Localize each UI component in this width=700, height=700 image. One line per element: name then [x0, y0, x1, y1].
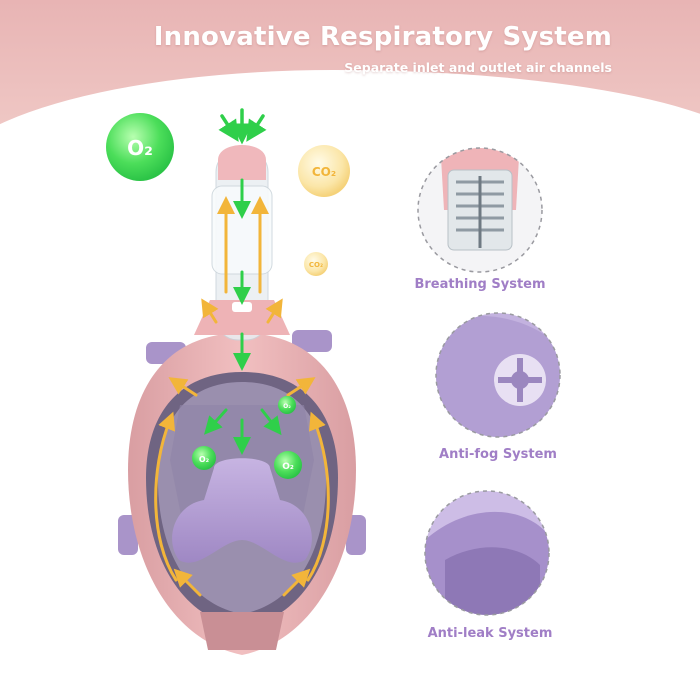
svg-text:O₂: O₂ [199, 455, 210, 464]
feature-label-anti-leak: Anti-leak System [427, 626, 553, 641]
breathing-system-detail [417, 147, 543, 273]
svg-text:O₂: O₂ [283, 403, 291, 410]
outflow-arrows-snorkel [201, 196, 283, 324]
svg-text:O₂: O₂ [127, 136, 153, 160]
anti-leak-system-detail [424, 490, 550, 616]
o2-bubble-mask-1: O₂ [278, 396, 296, 414]
o2-bubble-mask-3: O₂ [274, 451, 302, 479]
co2-bubble-small: CO₂ [304, 252, 328, 276]
inflow-arrows-mask [204, 408, 282, 455]
co2-bubble-large: CO₂ [298, 145, 350, 197]
o2-bubble-mask-2: O₂ [192, 446, 216, 470]
feature-label-breathing: Breathing System [414, 277, 546, 292]
svg-text:O₂: O₂ [282, 462, 294, 472]
anti-fog-system-detail [435, 312, 561, 438]
svg-text:CO₂: CO₂ [312, 165, 336, 179]
page-title: Innovative Respiratory System [153, 22, 612, 52]
feature-label-anti-fog: Anti-fog System [439, 447, 557, 462]
inflow-arrows-top [218, 108, 267, 145]
o2-bubble-large: O₂ [106, 113, 174, 181]
page-subtitle: Separate inlet and outlet air channels [344, 60, 612, 75]
outflow-arrows-mask [154, 377, 330, 597]
svg-text:CO₂: CO₂ [309, 261, 323, 269]
white-background-shape [0, 70, 700, 700]
full-face-mask [118, 145, 366, 655]
